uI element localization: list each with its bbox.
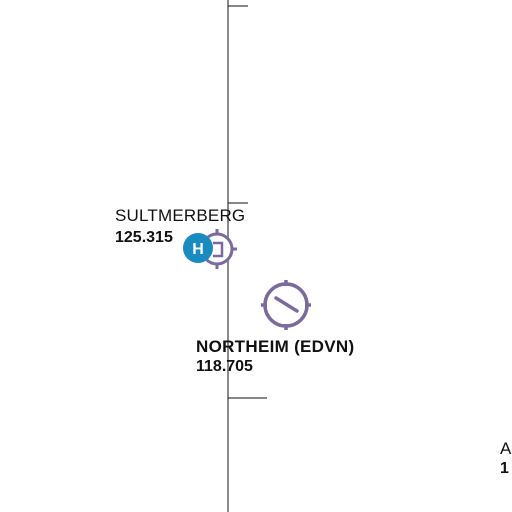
heliport-icon[interactable]: H: [183, 233, 213, 263]
edge-label-frequency: 1: [500, 460, 509, 477]
airfield-frequency-sultmerberg: 125.315: [115, 229, 173, 246]
svg-text:H: H: [192, 241, 204, 258]
airfield-name-sultmerberg: SULTMERBERG: [115, 206, 246, 225]
edge-label-name: A: [500, 439, 512, 458]
airfield-name-northeim: NORTHEIM (EDVN): [196, 337, 355, 356]
airfield-frequency-northeim: 118.705: [196, 358, 253, 375]
civil-airfield-icon[interactable]: [261, 280, 311, 330]
